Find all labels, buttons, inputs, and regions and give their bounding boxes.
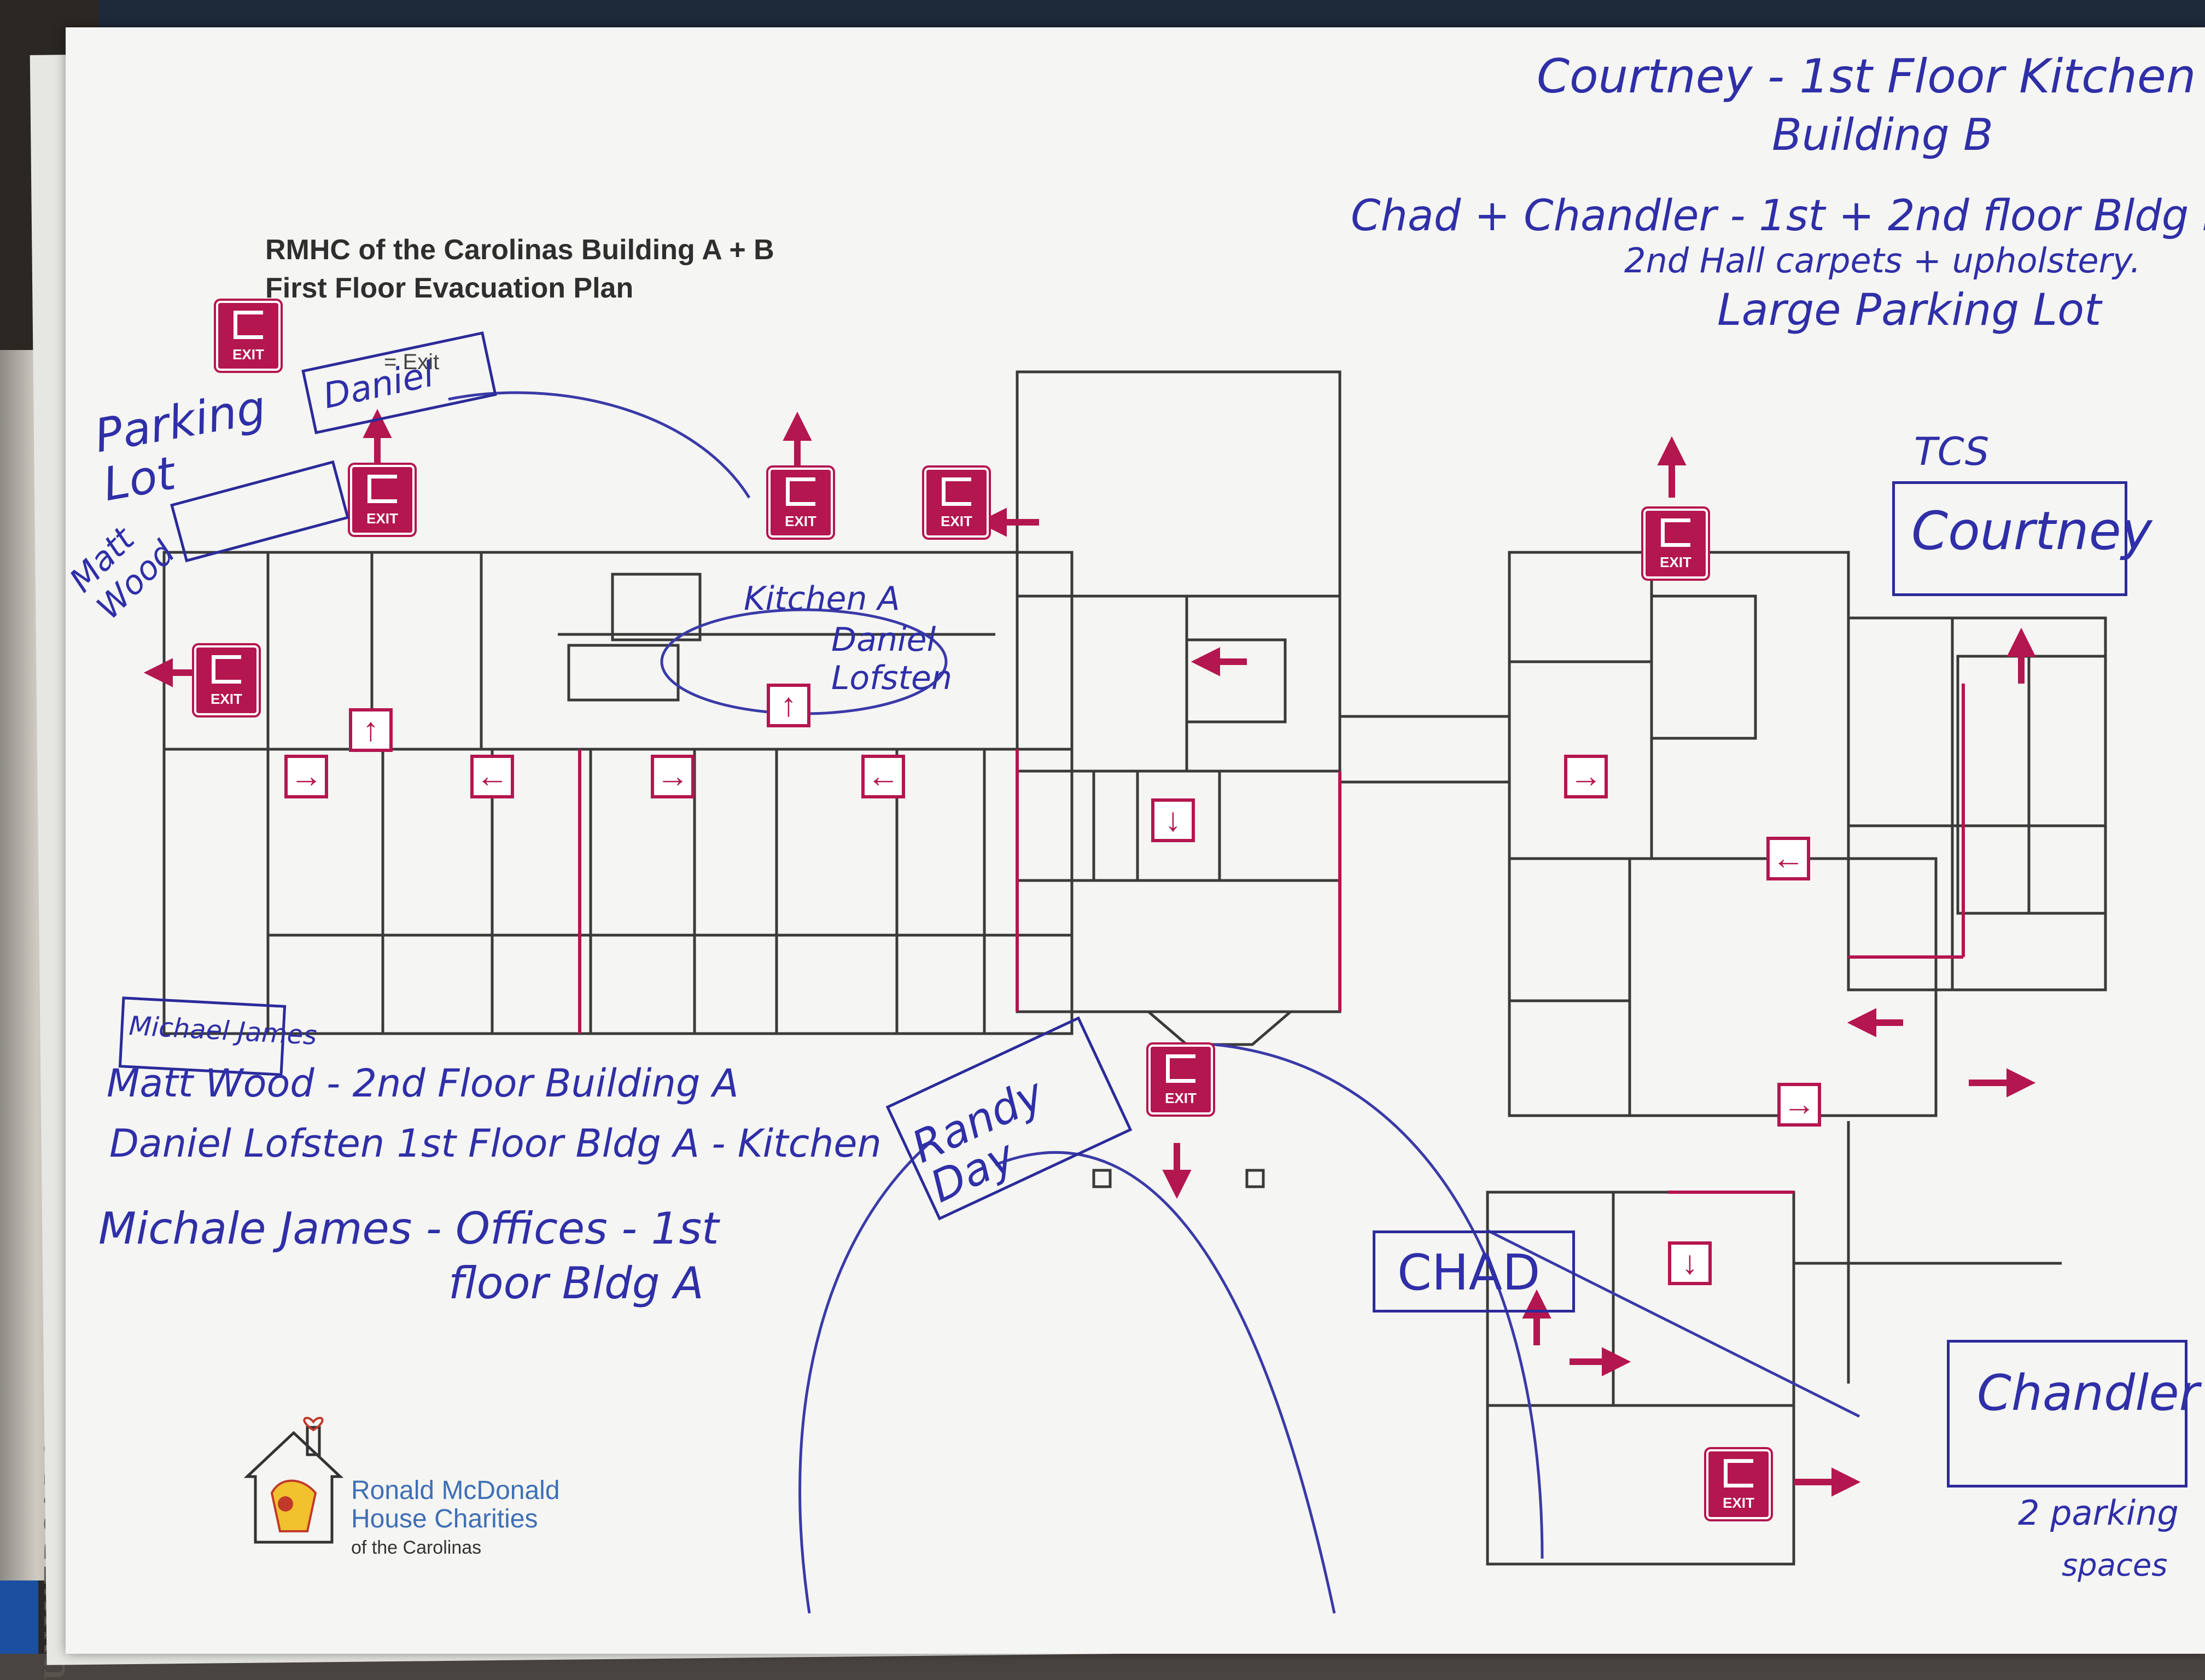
exit-figure-icon	[786, 477, 815, 506]
legend-exit-text: = Exit	[384, 350, 440, 374]
house-hands-icon	[243, 1416, 344, 1544]
note-daniel-lofsten: Daniel Lofsten	[831, 621, 952, 697]
chad-box: CHAD	[1373, 1230, 1575, 1312]
exit-sign-label: EXIT	[232, 346, 264, 363]
daniel-box-text: Daniel	[319, 354, 438, 417]
plan-title-line2: First Floor Evacuation Plan	[265, 272, 634, 304]
courtney-box-text: Courtney	[1911, 500, 2152, 562]
note-large-lot: Large Parking Lot	[1717, 284, 2102, 335]
chandler-box: Chandler	[1947, 1340, 2200, 1488]
exit-sign-a-west: EXIT	[194, 645, 259, 715]
exit-sign-label: EXIT	[211, 691, 242, 707]
exit-sign-b-south: EXIT	[1706, 1449, 1771, 1519]
exit-figure-icon	[212, 655, 241, 684]
route-arrow-right-icon: →	[1564, 755, 1608, 798]
exit-sign-label: EXIT	[1660, 554, 1691, 570]
rmhc-logo: Ronald McDonald House Charities of the C…	[242, 1411, 614, 1559]
note-courtney: Courtney - 1st Floor Kitchen	[1537, 49, 2196, 104]
route-arrow-up-icon: ↑	[767, 684, 810, 727]
note-hall: 2nd Hall carpets + upholstery.	[1624, 241, 2141, 281]
plan-title-line1: RMHC of the Carolinas Building A + B	[265, 234, 774, 266]
exit-sign-label: EXIT	[941, 513, 972, 529]
exit-figure-icon	[368, 475, 397, 503]
logo-line1: Ronald McDonald	[351, 1476, 560, 1505]
exit-figure-icon	[234, 311, 263, 339]
chandler-box-text: Chandler	[1977, 1364, 2200, 1422]
route-arrow-left-icon: ←	[470, 755, 514, 798]
exit-sign-a-north-center: EXIT	[768, 468, 833, 538]
evacuation-plan-sheet: RMHC of the Carolinas Building A + B Fir…	[62, 27, 2205, 1654]
exit-figure-icon	[1166, 1054, 1195, 1083]
route-arrow-right-icon: →	[651, 755, 695, 798]
note-chad-chandler: Chad + Chandler - 1st + 2nd floor Bldg B	[1351, 191, 2205, 241]
route-arrow-down-icon: ↓	[1151, 798, 1195, 842]
note-spaces: spaces	[2062, 1548, 2168, 1583]
note-two-parking: 2 parking	[2018, 1493, 2179, 1533]
exit-figure-icon	[1724, 1459, 1753, 1488]
courtney-box: Courtney	[1892, 481, 2152, 596]
note-matt-wood-line: Matt Wood - 2nd Floor Building A	[107, 1061, 739, 1106]
note-tcs: TCS	[1914, 429, 1990, 474]
route-arrow-up-icon: ↑	[349, 708, 393, 752]
logo-line2: House Charities	[351, 1504, 538, 1533]
route-arrow-right-icon: →	[284, 755, 328, 798]
exit-sign-a-north-east: EXIT	[924, 468, 989, 538]
route-arrow-left-icon: ←	[861, 755, 905, 798]
exit-sign-label: EXIT	[785, 513, 816, 529]
logo-line3: of the Carolinas	[351, 1537, 482, 1558]
exit-sign-a-north-west: EXIT	[350, 465, 415, 535]
route-arrow-left-icon: ←	[1766, 837, 1810, 880]
exit-sign-legend: EXIT	[216, 301, 281, 371]
note-michale-line1: Michale James - Offices - 1st	[98, 1203, 719, 1254]
route-arrow-down-icon: ↓	[1668, 1241, 1712, 1285]
note-michale-line2: floor Bldg A	[448, 1258, 704, 1309]
note-kitchen-a: Kitchen A	[744, 580, 900, 618]
plan-title: RMHC of the Carolinas Building A + B Fir…	[265, 231, 774, 307]
logo-text: Ronald McDonald House Charities of the C…	[351, 1477, 560, 1562]
note-building-b: Building B	[1772, 109, 1993, 160]
exit-sign-label: EXIT	[1723, 1495, 1754, 1511]
note-daniel-line: Daniel Lofsten 1st Floor Bldg A - Kitche…	[109, 1121, 882, 1166]
exit-figure-icon	[1661, 518, 1690, 547]
exit-sign-label: EXIT	[1165, 1090, 1197, 1106]
exit-sign-label: EXIT	[366, 510, 398, 527]
route-arrow-right-icon: →	[1777, 1083, 1821, 1127]
chad-box-text: CHAD	[1397, 1244, 1541, 1302]
exit-figure-icon	[942, 477, 971, 506]
exit-sign-b-north: EXIT	[1643, 509, 1708, 579]
exit-sign-center-south: EXIT	[1148, 1045, 1213, 1115]
